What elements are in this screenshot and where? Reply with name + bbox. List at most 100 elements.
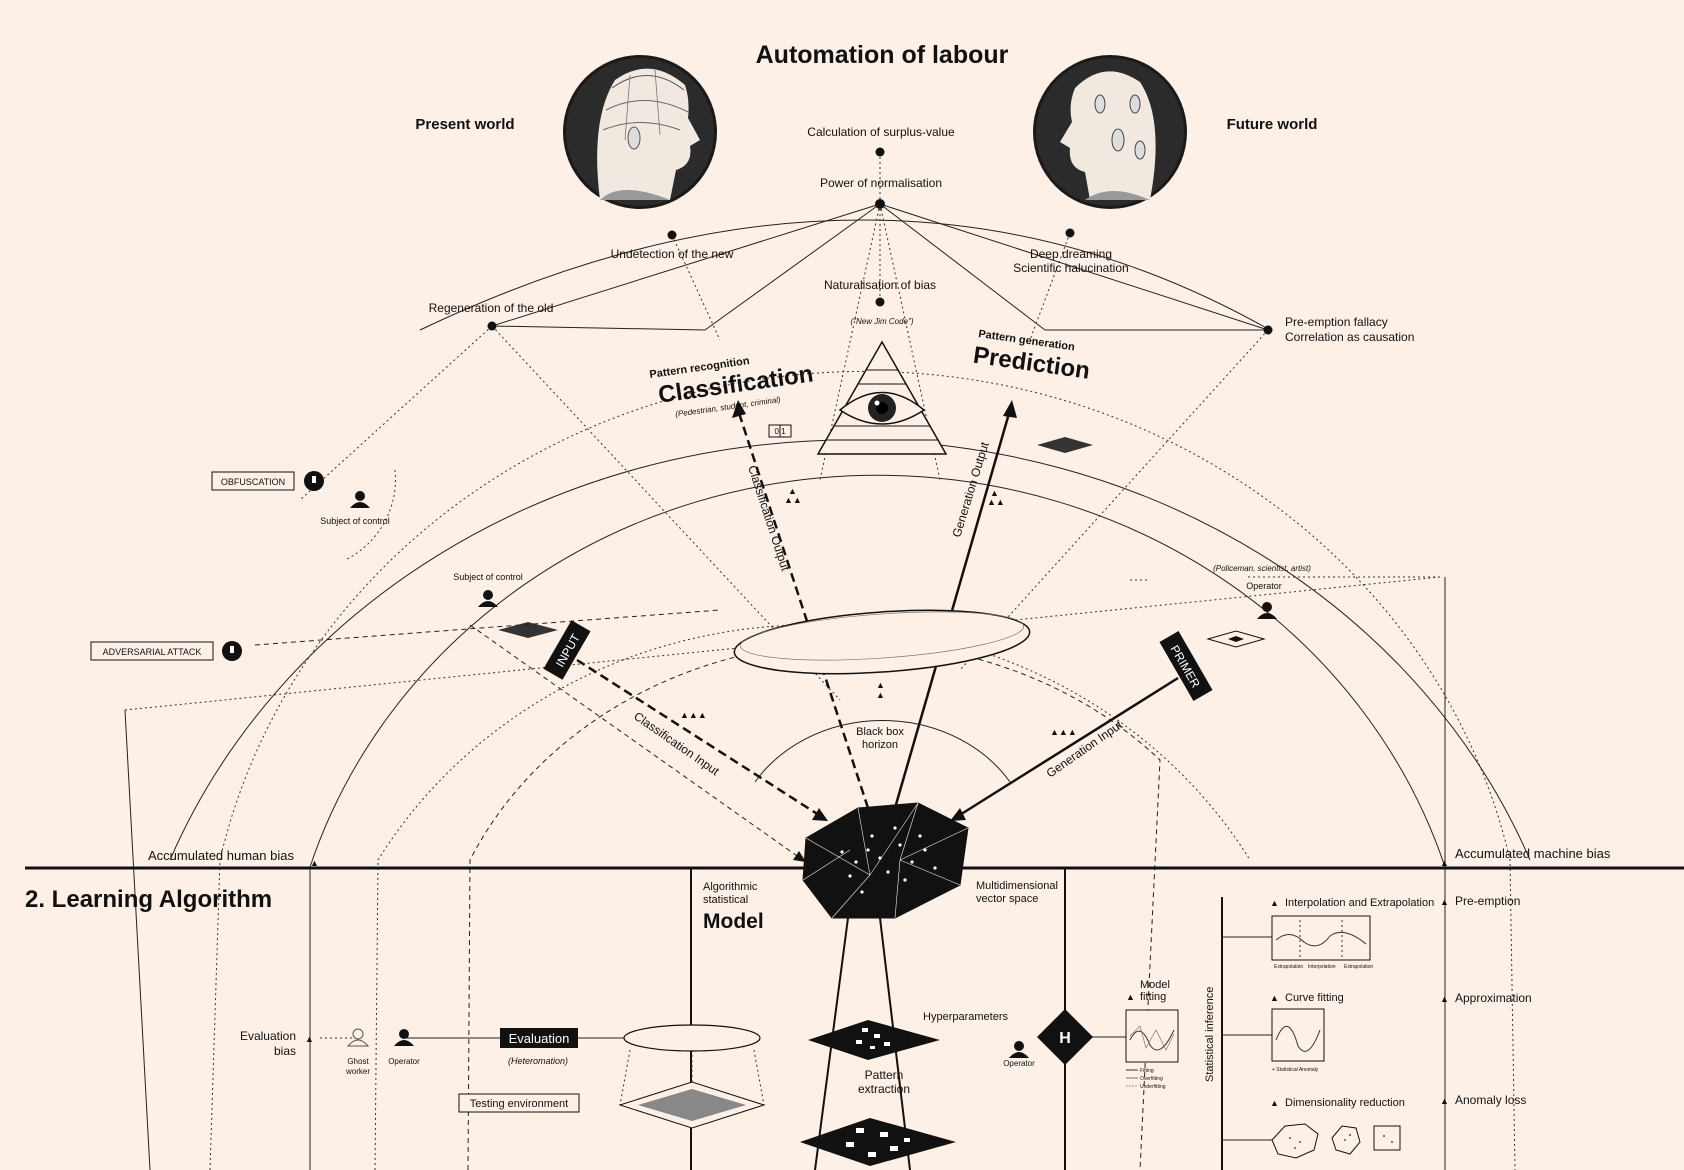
operator-label: Operator bbox=[1246, 581, 1282, 591]
svg-text:▲: ▲ bbox=[876, 680, 885, 690]
black-box-label-1: Black box bbox=[856, 726, 904, 738]
evaluation-lens bbox=[618, 1024, 766, 1129]
interp-tick-1: Extrapolation bbox=[1274, 964, 1303, 970]
undetection-label: Undetection of the new bbox=[611, 247, 734, 261]
legend-fitting: Fitting bbox=[1140, 1068, 1154, 1074]
h-diamond: H bbox=[1037, 1009, 1093, 1065]
dotted-outer-arc bbox=[209, 370, 1516, 1170]
black-box-horizon-arc bbox=[754, 719, 1011, 783]
present-world-label: Present world bbox=[415, 116, 514, 133]
arcs bbox=[169, 219, 1531, 1170]
interp-tick-3: Extrapolation bbox=[1344, 964, 1373, 970]
bits-box: 0 1 bbox=[768, 424, 792, 438]
testing-environment-label: Testing environment bbox=[470, 1098, 568, 1110]
model-fitting-legend: Fitting Overfitting Underfitting bbox=[1126, 1068, 1166, 1090]
person-icon bbox=[394, 1029, 414, 1046]
legend-underfitting: Underfitting bbox=[1140, 1084, 1166, 1090]
tiles bbox=[498, 437, 1266, 648]
h-label: H bbox=[1059, 1030, 1071, 1047]
svg-text:▲: ▲ bbox=[788, 486, 797, 496]
person-icon bbox=[483, 590, 493, 600]
classification-heading: Pattern recognition Classification (Pede… bbox=[649, 355, 815, 419]
ghost-worker-label-2: worker bbox=[345, 1067, 370, 1076]
section-title: 2. Learning Algorithm bbox=[25, 886, 272, 913]
generation-output-label: Generation Output bbox=[949, 440, 991, 539]
model-line-1: Algorithmic bbox=[703, 881, 758, 893]
operator-note: (Policeman, scientist, artist) bbox=[1213, 564, 1311, 573]
model-label: Model bbox=[703, 910, 764, 933]
evaluation-bias-label-2: bias bbox=[274, 1044, 296, 1058]
future-world-label: Future world bbox=[1227, 116, 1318, 133]
model-fitting-line-2: fitting bbox=[1140, 991, 1166, 1003]
svg-text:▲: ▲ bbox=[1270, 1098, 1279, 1108]
ghost-worker-label-1: Ghost bbox=[347, 1057, 369, 1066]
svg-text:▲: ▲ bbox=[1270, 898, 1279, 908]
regeneration-label: Regeneration of the old bbox=[429, 301, 554, 315]
evaluation-operator-label: Operator bbox=[388, 1057, 420, 1066]
preemption-label: Pre-emption bbox=[1455, 894, 1520, 908]
interpolation-chart bbox=[1271, 915, 1371, 961]
vector-space-line-2: vector space bbox=[976, 893, 1038, 905]
subject-control-group: Subject of control bbox=[453, 572, 523, 607]
svg-text:▲: ▲ bbox=[1270, 993, 1279, 1003]
statistical-inference-label: Statistical inference bbox=[1204, 987, 1216, 1082]
evaluation-tag: Evaluation bbox=[509, 1031, 570, 1046]
heteromation-label: (Heteromation) bbox=[508, 1056, 568, 1066]
naturalisation-label: Naturalisation of bias bbox=[824, 278, 936, 292]
svg-text:▲: ▲ bbox=[1440, 994, 1449, 1004]
svg-text:▲▲▲: ▲▲▲ bbox=[680, 710, 707, 720]
prediction-heading: Pattern generation Prediction bbox=[972, 328, 1092, 385]
curve-fitting-label: Curve fitting bbox=[1285, 992, 1344, 1004]
svg-text:▲: ▲ bbox=[1440, 1096, 1449, 1106]
vector-space-line-1: Multidimensional bbox=[976, 880, 1058, 892]
pattern-extraction-line-1: Pattern bbox=[865, 1068, 904, 1082]
machine-bias-label: Accumulated machine bias bbox=[1455, 846, 1611, 861]
model-fitting-chart bbox=[1125, 1009, 1179, 1063]
svg-text:▲: ▲ bbox=[876, 690, 885, 700]
human-bias-label: Accumulated human bias bbox=[148, 848, 294, 863]
obfuscation-label: OBFUSCATION bbox=[221, 477, 285, 487]
obfuscation-arc bbox=[344, 469, 396, 561]
svg-text:▲: ▲ bbox=[990, 488, 999, 498]
approximation-label: Approximation bbox=[1455, 991, 1532, 1005]
classification-output-label: Classification Output bbox=[745, 464, 793, 574]
main-arc bbox=[309, 474, 1446, 868]
adversarial-label: ADVERSARIAL ATTACK bbox=[103, 647, 202, 657]
hyperparameters-operator-label: Operator bbox=[1003, 1059, 1035, 1068]
model-fitting-line-1: Model bbox=[1140, 979, 1170, 991]
bits-label: 0 1 bbox=[774, 427, 786, 436]
svg-text:▲▲▲: ▲▲▲ bbox=[1050, 727, 1077, 737]
evaluation-bias-label-1: Evaluation bbox=[240, 1029, 296, 1043]
deep-dreaming-label: Deep dreaming bbox=[1030, 247, 1112, 261]
preemption-fallacy-label: Pre-emption fallacy bbox=[1285, 315, 1388, 329]
legend-overfitting: Overfitting bbox=[1140, 1076, 1163, 1082]
svg-text:▲▲: ▲▲ bbox=[784, 495, 802, 505]
normalisation-label: Power of normalisation bbox=[820, 176, 942, 190]
present-world-portrait bbox=[563, 55, 717, 209]
pattern-extraction-line-2: extraction bbox=[858, 1082, 910, 1096]
svg-text:▲: ▲ bbox=[1126, 992, 1135, 1002]
all-seeing-eye-icon bbox=[816, 340, 948, 455]
dotted-inner-arc bbox=[374, 624, 1251, 1170]
anomaly-loss-label: Anomaly loss bbox=[1455, 1093, 1526, 1107]
surplus-label: Calculation of surplus-value bbox=[807, 125, 955, 139]
svg-text:▲: ▲ bbox=[1440, 858, 1449, 868]
page-title: Automation of labour bbox=[756, 41, 1009, 69]
future-world-portrait bbox=[1033, 55, 1187, 209]
hyperparameters-label: Hyperparameters bbox=[923, 1011, 1008, 1023]
operator-group: (Policeman, scientist, artist) Operator bbox=[1213, 564, 1311, 619]
black-box-polyhedron bbox=[802, 802, 969, 919]
obfuscation-group: OBFUSCATION Subject of control bbox=[211, 471, 390, 526]
svg-text:▲: ▲ bbox=[310, 858, 319, 868]
adversarial-group: ADVERSARIAL ATTACK bbox=[90, 641, 242, 661]
dimensionality-label: Dimensionality reduction bbox=[1285, 1097, 1405, 1109]
node-dots bbox=[487, 147, 1273, 335]
model-line-2: statistical bbox=[703, 894, 748, 906]
dashed-arc bbox=[467, 641, 1161, 1170]
interp-tick-2: Interpolation bbox=[1308, 964, 1336, 970]
subject-of-control-label-2: Subject of control bbox=[453, 572, 523, 582]
upper-arc bbox=[419, 219, 1271, 331]
person-icon bbox=[1262, 602, 1272, 612]
jim-code-label: ("New Jim Code") bbox=[850, 317, 913, 326]
